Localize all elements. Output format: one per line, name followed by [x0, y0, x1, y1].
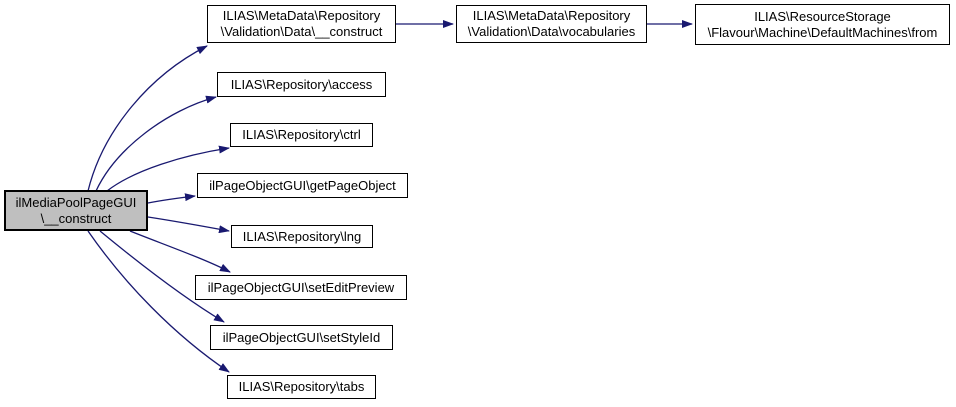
- node-label-line: ILIAS\MetaData\Repository: [222, 8, 381, 23]
- node-label-line: ilPageObjectGUI\getPageObject: [209, 177, 396, 193]
- edge-construct-tabs: [87, 230, 230, 373]
- node-get-page-object[interactable]: ilPageObjectGUI\getPageObject: [197, 173, 408, 198]
- node-tabs[interactable]: ILIAS\Repository\tabs: [227, 375, 376, 399]
- node-access[interactable]: ILIAS\Repository\access: [217, 72, 386, 97]
- edge-construct-get-page-object: [147, 193, 196, 204]
- node-ctrl[interactable]: ILIAS\Repository\ctrl: [230, 123, 373, 147]
- node-label-line: ILIAS\Repository\lng: [242, 228, 362, 244]
- edge-construct-set-edit-preview: [129, 230, 231, 273]
- node-label-line: ilPageObjectGUI\setEditPreview: [207, 279, 395, 295]
- node-label-line: \Validation\Data\vocabularies: [467, 24, 636, 39]
- node-vocabularies[interactable]: ILIAS\MetaData\Repository\Validation\Dat…: [456, 5, 647, 43]
- node-label-line: \Validation\Data\__construct: [220, 24, 383, 39]
- node-label-line: ILIAS\Repository\tabs: [238, 379, 365, 394]
- node-label-line: ILIAS\Repository\ctrl: [242, 127, 361, 142]
- node-label-line: ILIAS\Repository\access: [230, 76, 373, 92]
- node-lng[interactable]: ILIAS\Repository\lng: [231, 225, 373, 248]
- node-set-style-id[interactable]: ilPageObjectGUI\setStyleId: [210, 325, 393, 350]
- node-construct[interactable]: ilMediaPoolPageGUI\__construct: [4, 190, 148, 231]
- node-label-line: ILIAS\ResourceStorage: [754, 8, 891, 24]
- node-label-line: ILIAS\MetaData\Repository: [472, 8, 631, 23]
- node-label-line: ilPageObjectGUI\setStyleId: [222, 329, 381, 345]
- node-label-line: \Flavour\Machine\DefaultMachines\from: [707, 24, 938, 40]
- node-md-construct[interactable]: ILIAS\MetaData\Repository\Validation\Dat…: [207, 5, 396, 43]
- edge-construct-md-construct: [87, 45, 208, 192]
- node-label-line: ilMediaPoolPageGUI: [15, 194, 137, 210]
- node-set-edit-preview[interactable]: ilPageObjectGUI\setEditPreview: [195, 275, 407, 300]
- edge-construct-lng: [147, 216, 230, 234]
- node-label-line: \__construct: [40, 210, 112, 226]
- node-default-machines-from[interactable]: ILIAS\ResourceStorage\Flavour\Machine\De…: [695, 4, 950, 45]
